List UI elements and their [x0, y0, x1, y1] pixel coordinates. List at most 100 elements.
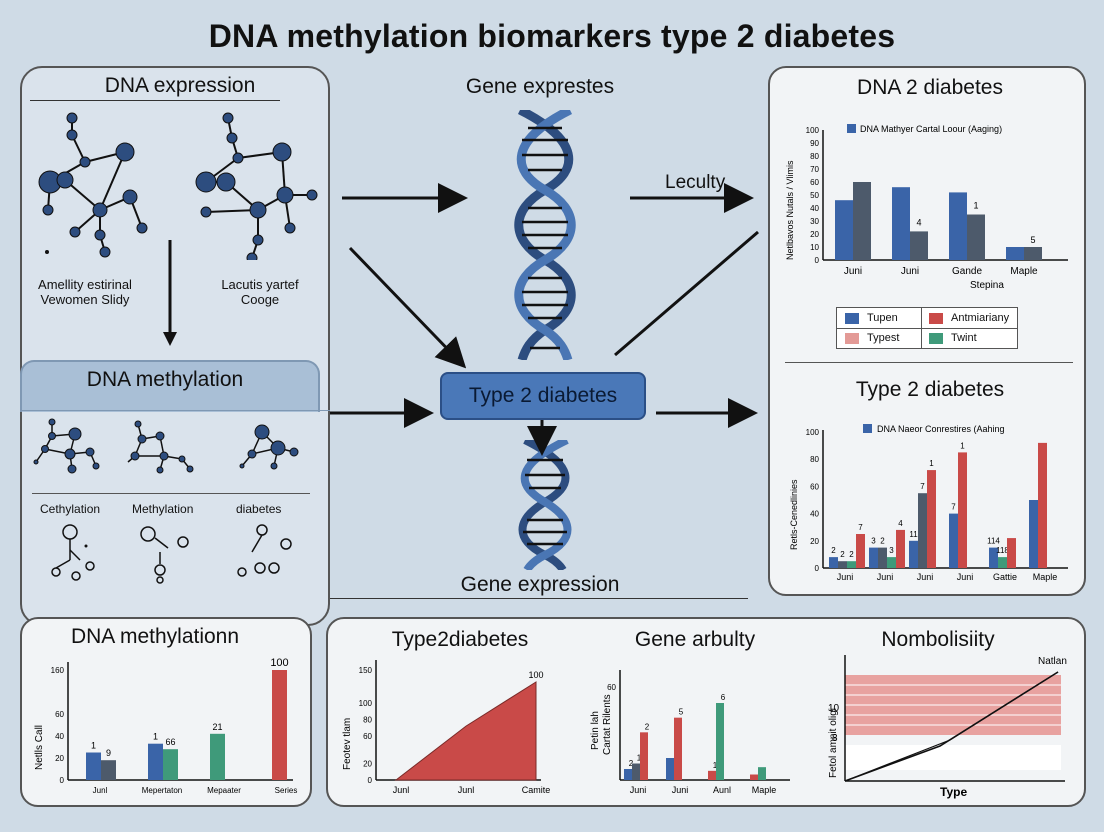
legend-antmiariany: Antmiariany	[951, 312, 1010, 324]
page-title: DNA methylation biomarkers type 2 diabet…	[208, 18, 896, 54]
right-legend: Tupen Antmiariany Typest Twint	[836, 307, 1018, 349]
b1-bar	[210, 733, 225, 780]
rb-bar	[878, 547, 887, 568]
rb-bar	[998, 557, 1007, 568]
rb-xtick: Gattie	[993, 572, 1017, 582]
b4-line-label: Natlan	[1038, 656, 1067, 667]
right-top-heading: DNA 2 diabetes	[857, 76, 1003, 99]
b1-data-label: 100	[270, 657, 288, 669]
rt-ytick: 30	[810, 217, 819, 226]
leculty-label: Leculty	[665, 172, 726, 193]
b3-data-label: 2	[645, 722, 650, 731]
molecule-network-right	[195, 112, 318, 260]
right-divider	[785, 362, 1073, 363]
rb-data-label: 118	[996, 546, 1009, 555]
b1-data-label: 21	[212, 722, 222, 732]
rt-xtick: Juni	[901, 266, 919, 277]
rb-ytick: 60	[810, 482, 819, 491]
b1-data-label: 1	[91, 741, 96, 751]
b3-ylabel-1: Petin lah	[590, 711, 601, 750]
caption-left-line2: Vewomen Slidy	[40, 292, 130, 307]
dna-helix-bottom-icon	[518, 440, 572, 570]
rt-data-label: 4	[916, 217, 921, 227]
rt-data-label: 1	[973, 201, 978, 211]
b3-bar	[758, 767, 766, 780]
rt-bar	[949, 192, 967, 260]
b1-ytick: 20	[55, 754, 64, 763]
rb-bar	[856, 534, 865, 568]
rb-bar	[958, 452, 967, 568]
rt-ytick: 40	[810, 204, 819, 213]
rb-ytick: 100	[806, 428, 820, 437]
b2-ytick: 60	[363, 732, 372, 741]
b3-bar	[624, 769, 632, 780]
b2-area-fill	[394, 681, 537, 781]
b2-ylabel: Feotev tlam	[342, 718, 353, 770]
legend-swatch-pink	[845, 332, 859, 344]
rt-bar	[1024, 247, 1042, 260]
rb-bar	[847, 561, 856, 568]
rt-ylabel: Netlbavos Nutals / Vlimis	[785, 160, 795, 260]
rb-bar	[1029, 500, 1038, 568]
b1-bar	[86, 752, 101, 780]
rb-bar	[989, 547, 998, 568]
legend-swatch-red	[929, 312, 943, 324]
b1-data-label: 1	[153, 732, 158, 742]
legend-tupen: Tupen	[867, 312, 898, 324]
b3-chart: Petin lah Cartat Rilents 60 212Juni5Juni…	[590, 670, 790, 795]
b3-data-label: 5	[679, 708, 684, 717]
b3-data-label: 6	[721, 693, 726, 702]
rb-data-label: 7	[951, 503, 956, 512]
molecule-network-left	[38, 112, 148, 258]
rt-ytick: 100	[806, 126, 820, 135]
b4-line-2	[844, 671, 1059, 782]
b4-band-lines	[845, 684, 1061, 726]
b1-bar	[163, 749, 178, 780]
b4-xlabel: Type	[940, 785, 967, 799]
rt-bar	[967, 214, 985, 260]
rt-bar	[1006, 247, 1024, 260]
caption-left: Amellity estirinal Vewomen Slidy	[30, 277, 140, 307]
b3-xtick: Juni	[672, 785, 689, 795]
methylation-divider	[20, 410, 330, 411]
b2-xtick: Junl	[393, 785, 410, 795]
b3-bar	[640, 732, 648, 780]
b2-ytick: 20	[363, 760, 372, 769]
rt-xtick: Juni	[844, 266, 862, 277]
b3-bar	[674, 717, 682, 780]
dna-expression-heading: DNA expression	[104, 74, 256, 97]
rt-ytick: 20	[810, 230, 819, 239]
rb-ytick: 0	[815, 564, 820, 573]
rb-bar	[838, 561, 847, 568]
b3-ytick: 60	[607, 683, 616, 692]
rt-ytick: 80	[810, 152, 819, 161]
arrow-down-icon	[163, 240, 177, 346]
rb-ytick: 20	[810, 537, 819, 546]
rb-xtick: Maple	[1033, 572, 1058, 582]
rb-data-label: 4	[898, 519, 903, 528]
center-underline	[330, 598, 748, 599]
methylation-heading: DNA methylation	[86, 368, 244, 391]
b4-ytick-8: 8	[832, 733, 838, 744]
b3-xtick: Juni	[630, 785, 647, 795]
rb-legend-title: DNA Naeor Conrestires (Aahing	[877, 424, 1005, 434]
rb-xtick: Juni	[837, 572, 854, 582]
legend-swatch-green	[929, 332, 943, 344]
rt-bar	[892, 187, 910, 260]
rt-xlabel: Stepina	[970, 280, 1004, 291]
rt-data-label: 5	[1030, 235, 1035, 245]
type2-diabetes-node: Type 2 diabetes	[440, 372, 646, 420]
b3-xtick: Maple	[752, 785, 777, 795]
rb-xtick: Juni	[957, 572, 974, 582]
gene-exprestes-label: Gene exprestes	[465, 75, 615, 98]
b1-data-label: 66	[165, 737, 175, 747]
b2-data-label: 100	[528, 670, 543, 680]
b1-xtick: Mepaater	[207, 786, 241, 795]
caption-left-line1: Amellity estirinal	[38, 277, 132, 292]
b3-heading: Gene arbulty	[634, 628, 756, 651]
rt-ytick: 60	[810, 178, 819, 187]
right-top-chart: DNA Mathyer Cartal Loour (Aaging) Netlba…	[785, 124, 1068, 291]
